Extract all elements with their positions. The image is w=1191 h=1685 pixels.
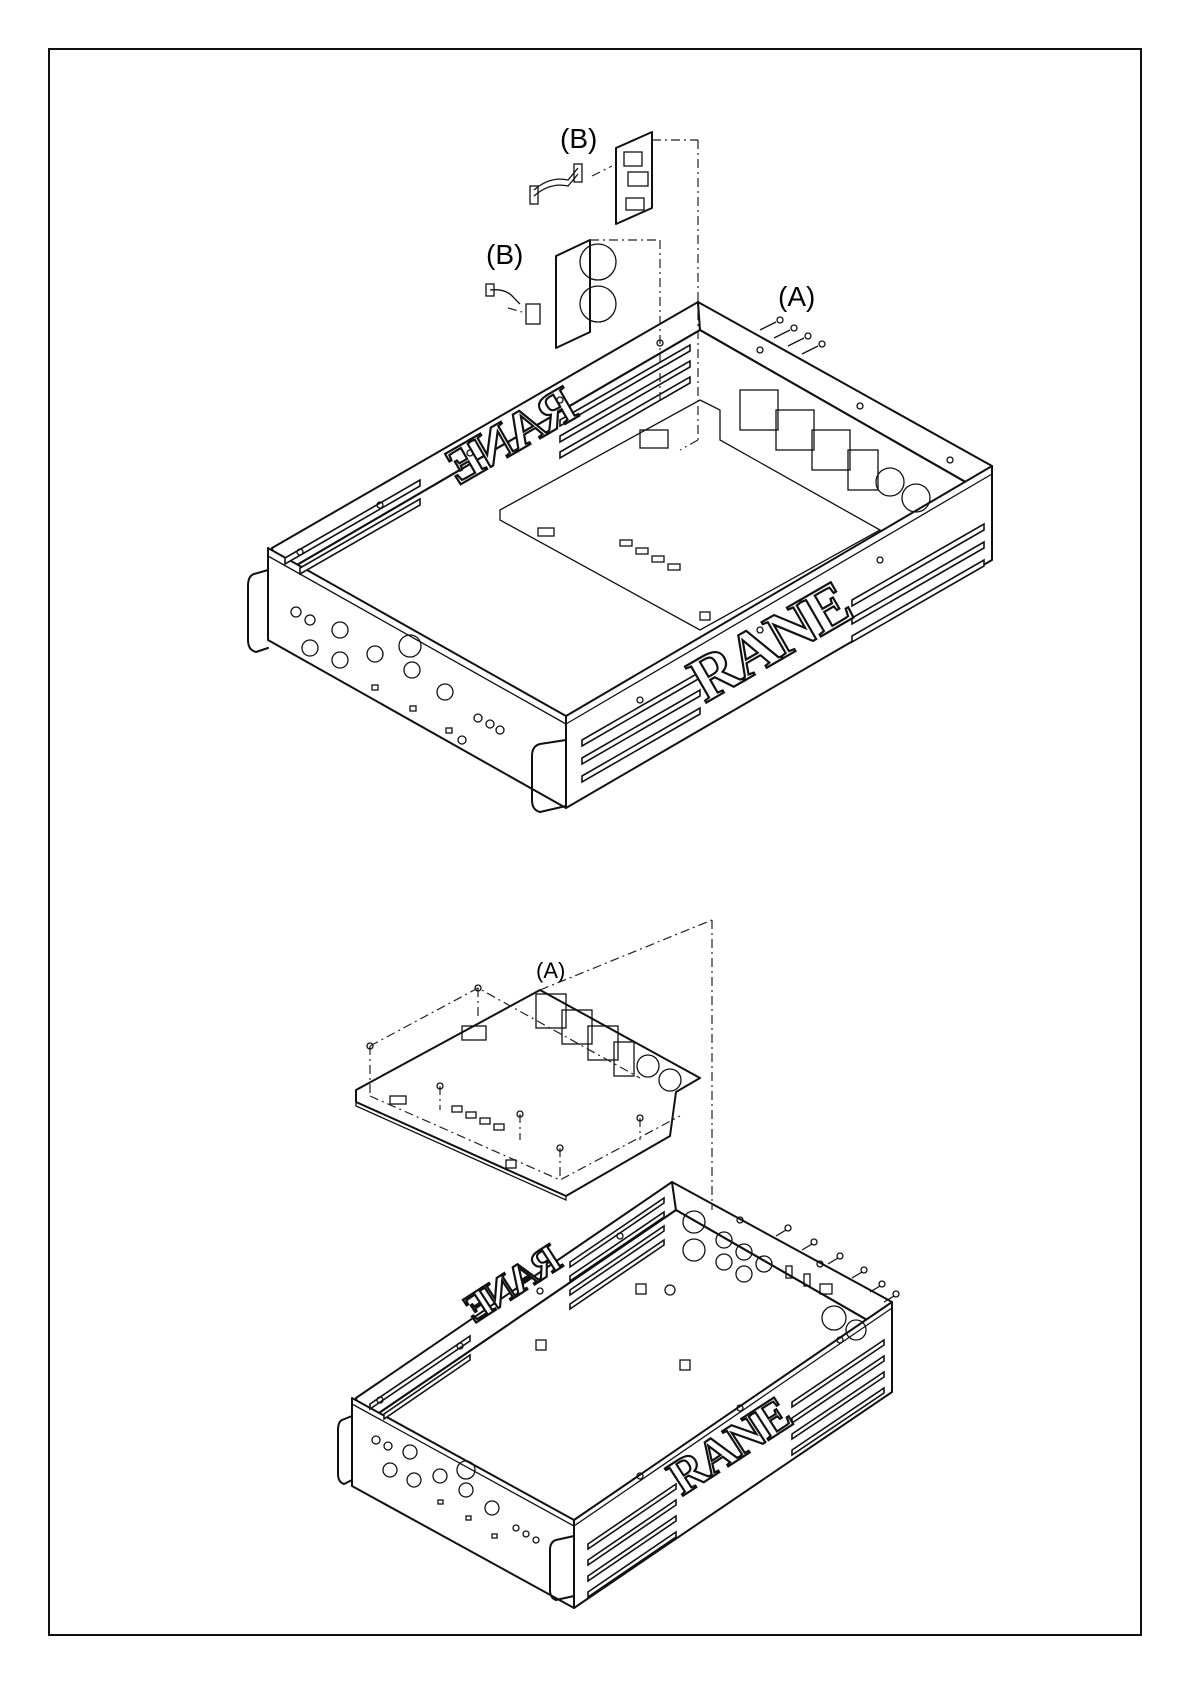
bottom-standoffs <box>536 1284 690 1370</box>
label-top-b2: (B) <box>486 239 523 270</box>
label-top-b1: (B) <box>560 123 597 154</box>
top-assembly: RANE RANE <box>248 123 992 812</box>
top-back-brand: RANE <box>437 376 586 495</box>
bottom-pcb <box>356 985 700 1200</box>
bottom-assembly: RANE RANE <box>338 920 899 1608</box>
top-front-brand: RANE <box>676 567 862 715</box>
label-top-a: (A) <box>778 281 815 312</box>
top-chassis: RANE RANE <box>248 302 992 812</box>
label-bottom-a: (A) <box>536 958 565 983</box>
bottom-chassis: RANE RANE <box>338 1182 899 1608</box>
